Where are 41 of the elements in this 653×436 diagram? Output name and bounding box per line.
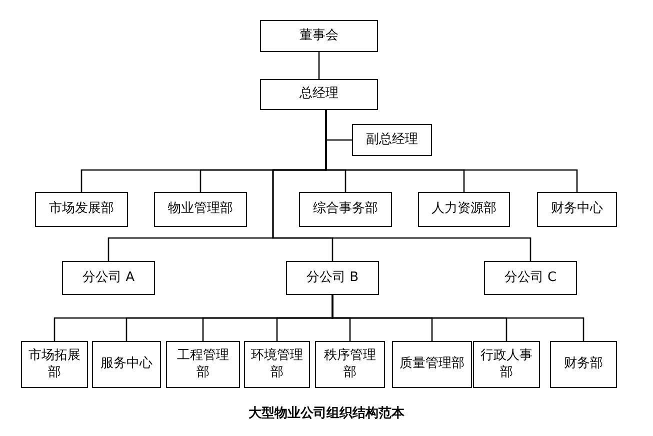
org-box (473, 341, 540, 388)
org-box (392, 341, 472, 388)
box-label: 总经理 (300, 86, 338, 103)
connector-line (318, 52, 320, 79)
connector-line (332, 295, 584, 341)
org-box (537, 192, 617, 227)
box-label: 财务中心 (551, 201, 603, 218)
box-label: 服务中心 (100, 356, 152, 373)
org-box (154, 192, 247, 227)
org-box (92, 341, 161, 388)
box-label: 分公司 B (306, 270, 359, 286)
box-label: 秩序管理部 (323, 348, 377, 381)
org-box (166, 341, 240, 388)
box-label: 环境管理部 (251, 348, 303, 381)
org-box (299, 192, 392, 227)
org-box (62, 261, 155, 295)
org-box (260, 79, 378, 110)
box-label: 分公司 A (82, 270, 135, 286)
box-label: 分公司 C (504, 270, 557, 286)
box-label: 人力资源部 (432, 201, 496, 218)
org-box (315, 341, 385, 388)
box-label: 董事会 (300, 28, 338, 44)
box-label: 工程管理部 (176, 348, 230, 381)
box-label: 物业管理部 (168, 201, 233, 218)
box-label: 市场发展部 (49, 201, 114, 218)
box-label: 行政人事部 (480, 348, 533, 381)
box-label: 副总经理 (366, 132, 418, 148)
box-label: 质量管理部 (400, 356, 464, 373)
box-label: 财务部 (564, 356, 603, 373)
org-box (260, 20, 378, 52)
org-box (35, 192, 128, 227)
org-box (484, 261, 577, 295)
org-box (244, 341, 310, 388)
org-box (21, 341, 88, 388)
org-box (352, 124, 432, 156)
org-box (550, 341, 617, 388)
box-label: 市场拓展部 (28, 348, 81, 381)
box-label: 综合事务部 (313, 201, 378, 218)
caption: 大型物业公司组织结构范本 (248, 405, 406, 422)
org-box (286, 261, 379, 295)
org-box (418, 192, 510, 227)
